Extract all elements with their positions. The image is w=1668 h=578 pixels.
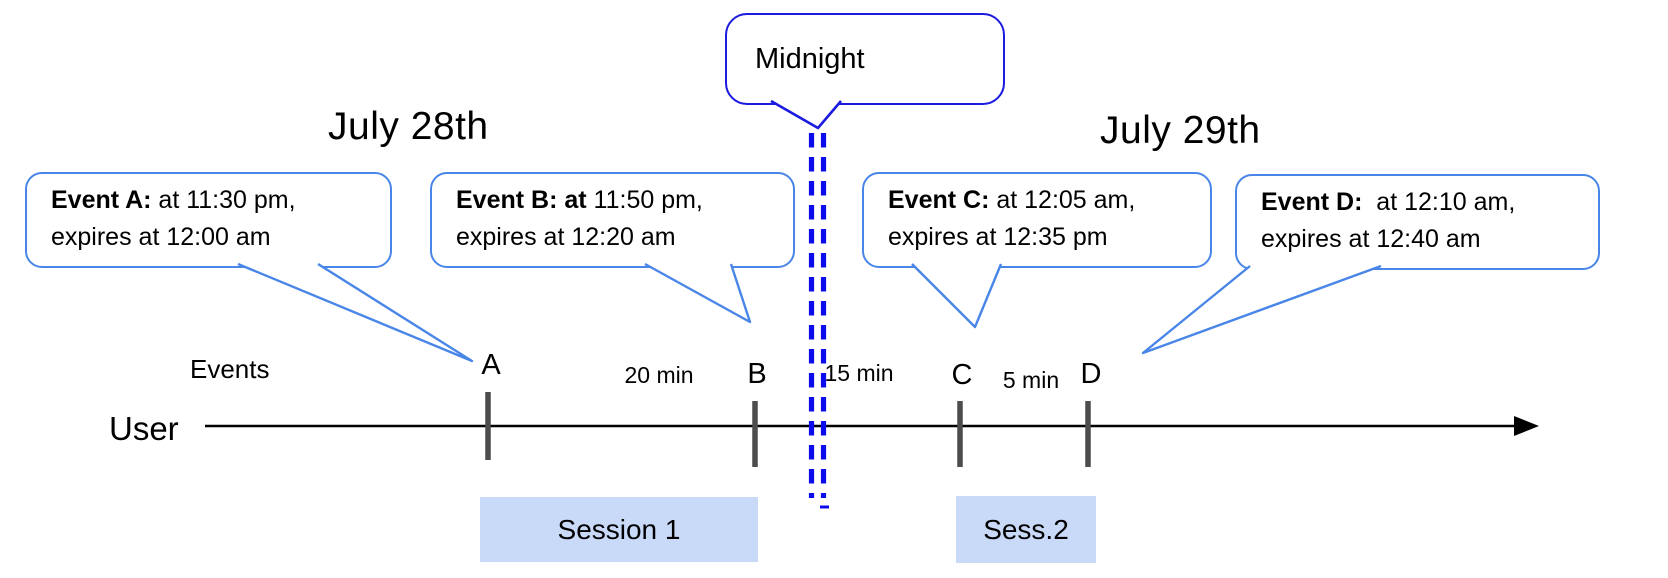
callout-b-bold: Event B: at [456,186,587,214]
callout-d-tail [1141,264,1382,355]
interval-label-20min: 20 min [624,362,694,388]
timeline-arrowhead-icon [1514,416,1539,436]
callout-d-line2: expires at 12:40 am [1261,225,1481,253]
callout-event-a: Event A: at 11:30 pm, expires at 12:00 a… [25,172,392,268]
callout-b-line2: expires at 12:20 am [456,223,676,251]
callout-c-line2: expires at 12:35 pm [888,223,1108,251]
date-july-28: July 28th [328,105,489,148]
interval-label-15min: 15 min [824,360,894,386]
callout-b-line1: Event B: at 11:50 pm, [456,182,787,219]
midnight-bubble: Midnight [725,13,1005,105]
session-1-box: Session 1 [480,497,758,562]
callout-c-tail [911,263,1003,329]
callout-c-bold: Event C: [888,186,990,214]
date-july-29: July 29th [1100,109,1261,152]
tick-label-c: C [951,359,973,391]
tick-label-b: B [747,358,767,390]
callout-event-c: Event C: at 12:05 am, expires at 12:35 p… [862,172,1212,268]
session-2-label: Sess.2 [983,513,1069,545]
callout-event-d: Event D: at 12:10 am, expires at 12:40 a… [1235,174,1600,270]
callout-c-line1: Event C: at 12:05 am, [888,182,1204,219]
callout-c-rest: at 12:05 am, [989,186,1136,214]
callout-event-b: Event B: at 11:50 pm, expires at 12:20 a… [430,172,795,268]
callout-b-tail [644,262,752,324]
events-axis-label: Events [190,354,270,384]
callout-a-tail [237,262,474,363]
interval-label-5min: 5 min [1002,367,1060,393]
callout-b-rest: 11:50 pm, [586,186,703,214]
callout-d-line1: Event D: at 12:10 am, [1261,184,1592,221]
session-2-box: Sess.2 [956,496,1096,563]
callout-d-bold: Event D: [1261,188,1363,216]
tick-label-a: A [481,349,501,381]
callout-a-rest: at 11:30 pm, [151,186,296,214]
midnight-bubble-tail [770,99,842,130]
session-1-label: Session 1 [557,513,681,545]
callout-a-line1: Event A: at 11:30 pm, [51,182,384,219]
midnight-label: Midnight [755,42,865,75]
callout-a-line2: expires at 12:00 am [51,223,271,251]
tick-label-d: D [1080,358,1102,390]
callout-a-bold: Event A: [51,186,152,214]
user-axis-label: User [109,410,179,447]
callout-d-rest: at 12:10 am, [1362,188,1516,216]
